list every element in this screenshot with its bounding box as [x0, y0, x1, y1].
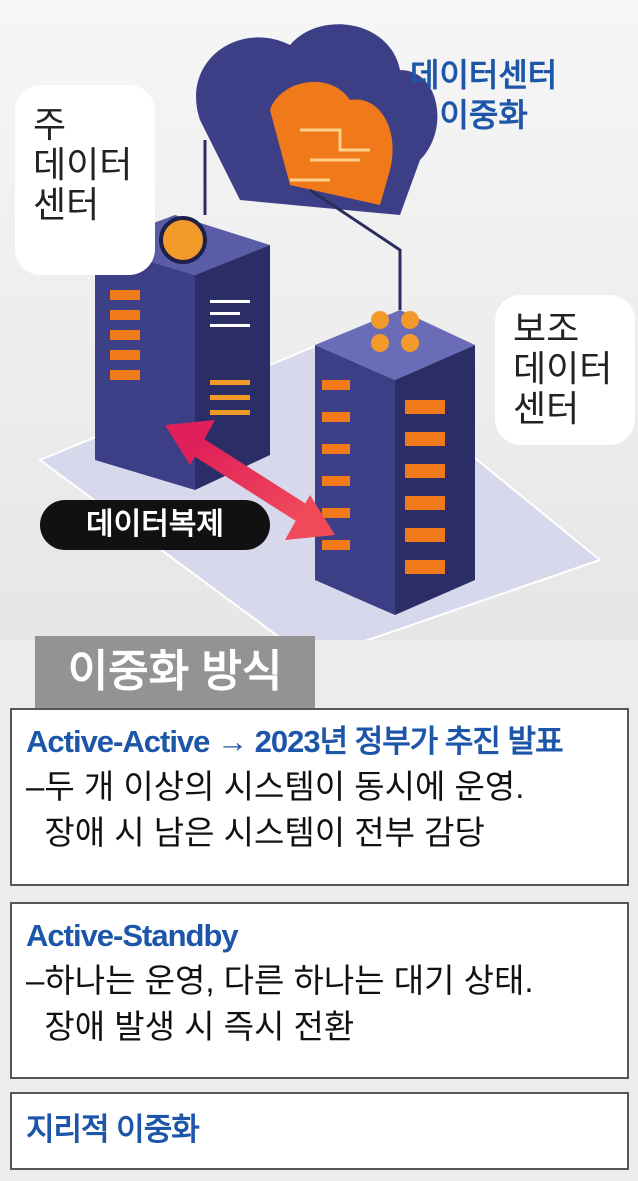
- method-heading: Active-Standby: [26, 918, 239, 953]
- label-line: 데이터: [513, 348, 613, 389]
- secondary-datacenter-label: 보조 데이터 센터: [495, 295, 635, 445]
- label-line: 센터: [513, 388, 580, 429]
- primary-datacenter-label: 주 데이터 센터: [15, 85, 155, 275]
- method-description: –하나는 운영, 다른 하나는 대기 상태.: [26, 962, 534, 999]
- label-line: 데이터: [33, 144, 133, 185]
- method-geographic: 지리적 이중화: [10, 1092, 629, 1170]
- section-tab: 이중화 방식: [35, 636, 315, 708]
- label-line: 주: [33, 104, 67, 145]
- title-line: 이중화: [439, 97, 528, 133]
- method-description: 장애 시 남은 시스템이 전부 감당: [26, 814, 485, 851]
- title-line: 데이터센터: [410, 57, 558, 93]
- label-line: 보조: [513, 308, 580, 349]
- replication-arrow: [165, 420, 335, 540]
- cloud-icon: [196, 24, 438, 216]
- illustration-title: 데이터센터 이중화: [410, 55, 557, 135]
- label-line: 센터: [33, 184, 100, 225]
- method-description: 장애 발생 시 즉시 전환: [26, 1008, 355, 1045]
- method-active-active: Active-Active → 2023년 정부가 추진 발표 –두 개 이상의…: [10, 708, 629, 886]
- replication-label: 데이터복제: [40, 500, 270, 550]
- method-heading: Active-Active → 2023년 정부가 추진 발표: [26, 724, 564, 759]
- method-active-standby: Active-Standby –하나는 운영, 다른 하나는 대기 상태. 장애…: [10, 902, 629, 1079]
- secondary-server-icon: [315, 310, 475, 615]
- method-heading: 지리적 이중화: [26, 1112, 200, 1147]
- method-description: –두 개 이상의 시스템이 동시에 운영.: [26, 768, 525, 805]
